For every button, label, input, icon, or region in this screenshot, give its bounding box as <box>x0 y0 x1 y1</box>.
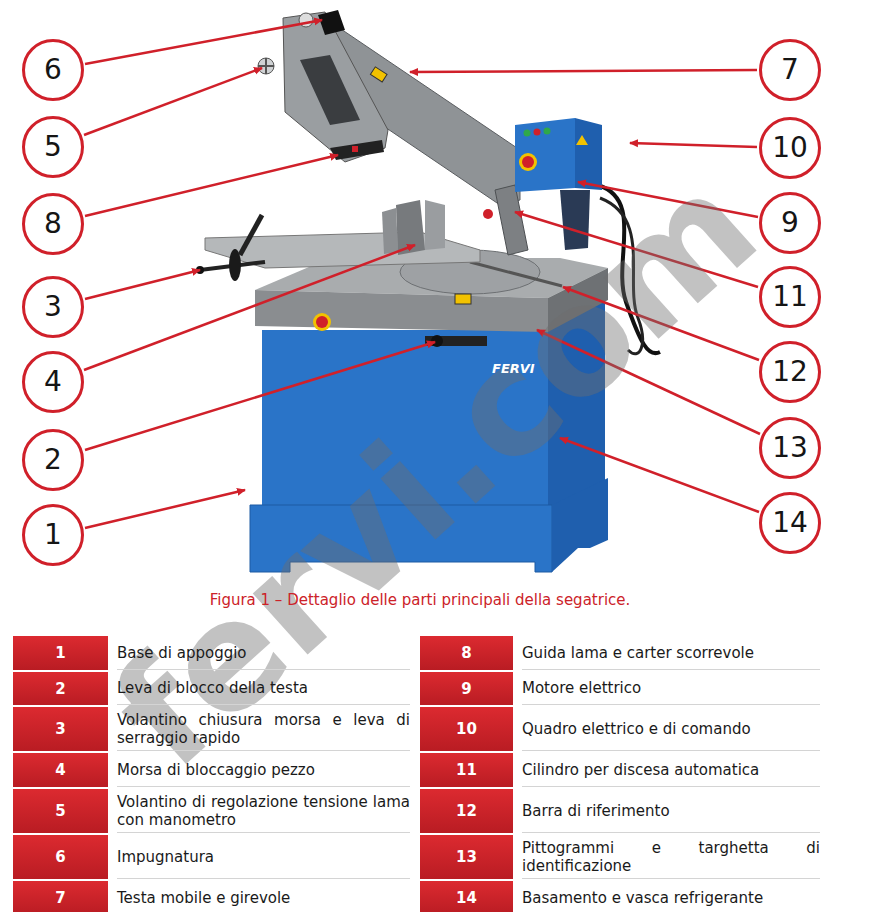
part-name: Quadro elettrico e di comando <box>522 720 820 738</box>
part-name: Guida lama e carter scorrevole <box>522 644 820 662</box>
callout-number: 9 <box>781 209 799 237</box>
table-text-cell: Motore elettrico <box>522 672 820 705</box>
callout-number: 10 <box>772 134 808 162</box>
table-text-cell: Leva di blocco della testa <box>117 672 410 705</box>
callout-circle: 8 <box>22 193 84 255</box>
callout-circle: 1 <box>22 504 84 566</box>
table-number-cell: 6 <box>13 835 108 879</box>
callout-number: 7 <box>781 56 799 84</box>
table-number-cell: 9 <box>420 672 513 705</box>
table-text-cell: Barra di riferimento <box>522 789 820 833</box>
part-name: Base di appoggio <box>117 644 410 662</box>
part-name: Volantino di regolazione tensione lama c… <box>117 793 410 829</box>
table-number-cell: 7 <box>13 881 108 912</box>
table-number-cell: 12 <box>420 789 513 833</box>
table-number-cell: 3 <box>13 707 108 751</box>
callout-number: 1 <box>44 521 62 549</box>
callout-number: 14 <box>772 509 808 537</box>
callout-number: 4 <box>44 368 62 396</box>
callout-number: 12 <box>772 358 808 386</box>
part-name: Testa mobile e girevole <box>117 889 410 907</box>
table-number-cell: 4 <box>13 753 108 787</box>
callout-circle: 2 <box>22 429 84 491</box>
table-number-cell: 14 <box>420 881 513 912</box>
table-text-cell: Volantino chiusura morsa e leva di serra… <box>117 707 410 751</box>
callout-number: 13 <box>772 434 808 462</box>
callout-circle: 9 <box>759 192 821 254</box>
callout-number: 2 <box>44 446 62 474</box>
table-text-cell: Basamento e vasca refrigerante <box>522 881 820 912</box>
callout-circle: 11 <box>759 266 821 328</box>
callout-circle: 13 <box>759 417 821 479</box>
part-name: Motore elettrico <box>522 679 820 697</box>
table-text-cell: Testa mobile e girevole <box>117 881 410 912</box>
table-text-cell: Pittogrammi e targhetta di identificazio… <box>522 835 820 879</box>
part-name: Morsa di bloccaggio pezzo <box>117 761 410 779</box>
callout-circle: 12 <box>759 341 821 403</box>
callout-number: 6 <box>44 56 62 84</box>
callout-circle: 5 <box>22 116 84 178</box>
table-number-cell: 5 <box>13 789 108 833</box>
callout-number: 8 <box>44 210 62 238</box>
table-number-cell: 2 <box>13 672 108 705</box>
callout-circle: 7 <box>759 39 821 101</box>
part-name: Cilindro per discesa automatica <box>522 761 820 779</box>
table-number-cell: 13 <box>420 835 513 879</box>
part-name: Barra di riferimento <box>522 802 820 820</box>
callout-circle: 3 <box>22 276 84 338</box>
part-name: Leva di blocco della testa <box>117 679 410 697</box>
table-text-cell: Guida lama e carter scorrevole <box>522 636 820 670</box>
part-name: Volantino chiusura morsa e leva di serra… <box>117 711 410 747</box>
callout-number: 5 <box>44 133 62 161</box>
table-text-cell: Volantino di regolazione tensione lama c… <box>117 789 410 833</box>
callout-number: 3 <box>44 293 62 321</box>
callout-circle: 14 <box>759 492 821 554</box>
table-text-cell: Impugnatura <box>117 835 410 879</box>
table-number-cell: 8 <box>420 636 513 670</box>
table-number-cell: 10 <box>420 707 513 751</box>
table-text-cell: Cilindro per discesa automatica <box>522 753 820 787</box>
part-name: Basamento e vasca refrigerante <box>522 889 820 907</box>
figure-caption: Figura 1 – Dettaglio delle parti princip… <box>0 591 840 609</box>
callout-number: 11 <box>772 283 808 311</box>
part-name: Pittogrammi e targhetta di identificazio… <box>522 839 820 875</box>
callout-circle: 10 <box>759 117 821 179</box>
table-number-cell: 1 <box>13 636 108 670</box>
table-text-cell: Morsa di bloccaggio pezzo <box>117 753 410 787</box>
table-text-cell: Quadro elettrico e di comando <box>522 707 820 751</box>
table-text-cell: Base di appoggio <box>117 636 410 670</box>
part-name: Impugnatura <box>117 848 410 866</box>
callout-circle: 4 <box>22 351 84 413</box>
callout-circle: 6 <box>22 39 84 101</box>
brand-logo: FERVI <box>492 361 535 376</box>
table-number-cell: 11 <box>420 753 513 787</box>
